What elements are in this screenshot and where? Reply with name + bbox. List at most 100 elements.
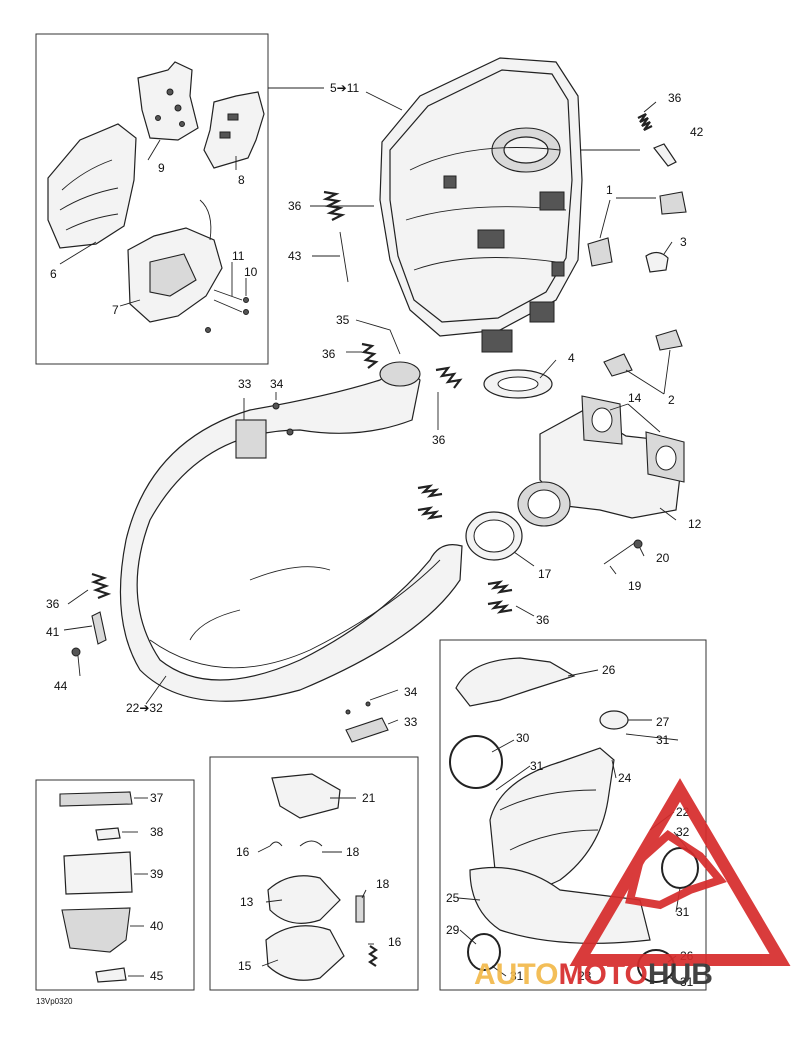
callout-4: 4 — [568, 351, 575, 365]
fasteners-10-11 — [205, 289, 249, 333]
callout-15: 15 — [238, 959, 252, 973]
spring-hook-43 — [339, 231, 349, 283]
insulation-sheet-8 — [203, 91, 265, 169]
callout-38: 38 — [150, 825, 164, 839]
callout-43: 43 — [288, 249, 302, 263]
callout-36: 36 — [288, 199, 302, 213]
callout-31: 31 — [676, 905, 690, 919]
callout-36: 36 — [432, 433, 446, 447]
watermark-part2: MOTO — [558, 958, 647, 991]
spring-36-left — [90, 572, 112, 600]
accessories-inset-box — [35, 779, 195, 991]
springs-36-lower — [487, 580, 513, 614]
callout-31: 31 — [510, 969, 524, 983]
bracket-33-upper — [235, 402, 294, 459]
callout-27: 27 — [656, 715, 670, 729]
callout-5-11: 5➔11 — [330, 81, 360, 95]
gasket-4 — [483, 369, 553, 399]
callout-2: 2 — [668, 393, 675, 407]
callout-30: 30 — [516, 731, 530, 745]
sealing-ring-17 — [465, 511, 523, 561]
sticker-38 — [95, 827, 121, 841]
heat-shield-21 — [271, 773, 341, 819]
clip-16-upper — [269, 840, 323, 847]
washer-20 — [633, 539, 643, 549]
heat-shield-7 — [127, 199, 223, 323]
callout-19: 19 — [628, 579, 642, 593]
callout-34: 34 — [270, 377, 284, 391]
callout-labels: 5➔11 36 42 1 3 36 43 9 8 6 7 11 10 35 36… — [46, 81, 704, 989]
callout-41: 41 — [46, 625, 60, 639]
spring-16-shield — [368, 945, 378, 967]
callout-7: 7 — [112, 303, 119, 317]
callout-36: 36 — [668, 91, 682, 105]
callout-17: 17 — [538, 567, 552, 581]
bracket-42 — [653, 143, 677, 167]
rubber-mount-2 — [603, 329, 683, 377]
clamp-27 — [599, 710, 629, 730]
callout-44: 44 — [54, 679, 68, 693]
callout-42: 42 — [690, 125, 704, 139]
callout-36: 36 — [536, 613, 550, 627]
callout-33: 33 — [404, 715, 418, 729]
callout-32: 32 — [676, 825, 690, 839]
callout-24: 24 — [618, 771, 632, 785]
callout-13: 13 — [240, 895, 254, 909]
watermark-logo: AUTOMOTOHUB — [474, 778, 791, 991]
callout-1: 1 — [606, 183, 613, 197]
callout-22-32: 22➔32 — [126, 701, 163, 715]
sticker-39 — [63, 851, 133, 895]
callout-16: 16 — [236, 845, 250, 859]
callout-21: 21 — [362, 791, 376, 805]
callout-45: 45 — [150, 969, 164, 983]
callout-25: 25 — [446, 891, 460, 905]
watermark-triangle-icon — [569, 778, 791, 966]
spring-hook-41 — [91, 611, 107, 645]
svg-text:AUTOMOTOHUB: AUTOMOTOHUB — [474, 958, 713, 991]
callout-31: 31 — [530, 759, 544, 773]
rubber-mount-1 — [587, 191, 687, 267]
bracket-33-lower — [345, 701, 389, 743]
muffler-inset-box — [439, 639, 707, 991]
callout-39: 39 — [150, 867, 164, 881]
watermark-part3: HUB — [648, 958, 713, 991]
callout-20: 20 — [656, 551, 670, 565]
callout-31: 31 — [680, 975, 694, 989]
callout-34: 34 — [404, 685, 418, 699]
muffler-5-11 — [379, 57, 583, 353]
callout-29: 29 — [446, 923, 460, 937]
sticker-40 — [61, 907, 131, 953]
spring-36-top-right — [637, 113, 653, 131]
callout-18: 18 — [346, 845, 360, 859]
sticker-37 — [59, 791, 133, 807]
callout-6: 6 — [50, 267, 57, 281]
tuned-pipe-22-32 — [119, 361, 463, 702]
callout-26: 26 — [602, 663, 616, 677]
callout-11: 11 — [232, 249, 245, 263]
callout-12: 12 — [688, 517, 702, 531]
watermark-part1: AUTO — [474, 958, 558, 991]
bolt-19 — [603, 541, 637, 565]
spring-36-mid-right — [435, 366, 463, 389]
clamp-30 — [449, 735, 503, 789]
leader-lines — [59, 87, 691, 983]
clamp-29 — [467, 933, 501, 971]
callout-23: 23 — [578, 969, 592, 983]
callout-3: 3 — [680, 235, 687, 249]
callout-16: 16 — [388, 935, 402, 949]
callout-36: 36 — [46, 597, 60, 611]
callout-18: 18 — [376, 877, 390, 891]
callout-8: 8 — [238, 173, 245, 187]
callout-9: 9 — [158, 161, 165, 175]
callout-40: 40 — [150, 919, 164, 933]
spring-18-shield — [355, 895, 365, 923]
spring-36-mid-left — [361, 342, 379, 369]
callout-37: 37 — [150, 791, 164, 805]
heat-shield-26 — [455, 657, 576, 707]
callout-36: 36 — [322, 347, 336, 361]
sticker-45 — [95, 967, 127, 983]
nut-44 — [71, 647, 81, 657]
callout-35: 35 — [336, 313, 350, 327]
heat-shield-15 — [265, 925, 345, 981]
